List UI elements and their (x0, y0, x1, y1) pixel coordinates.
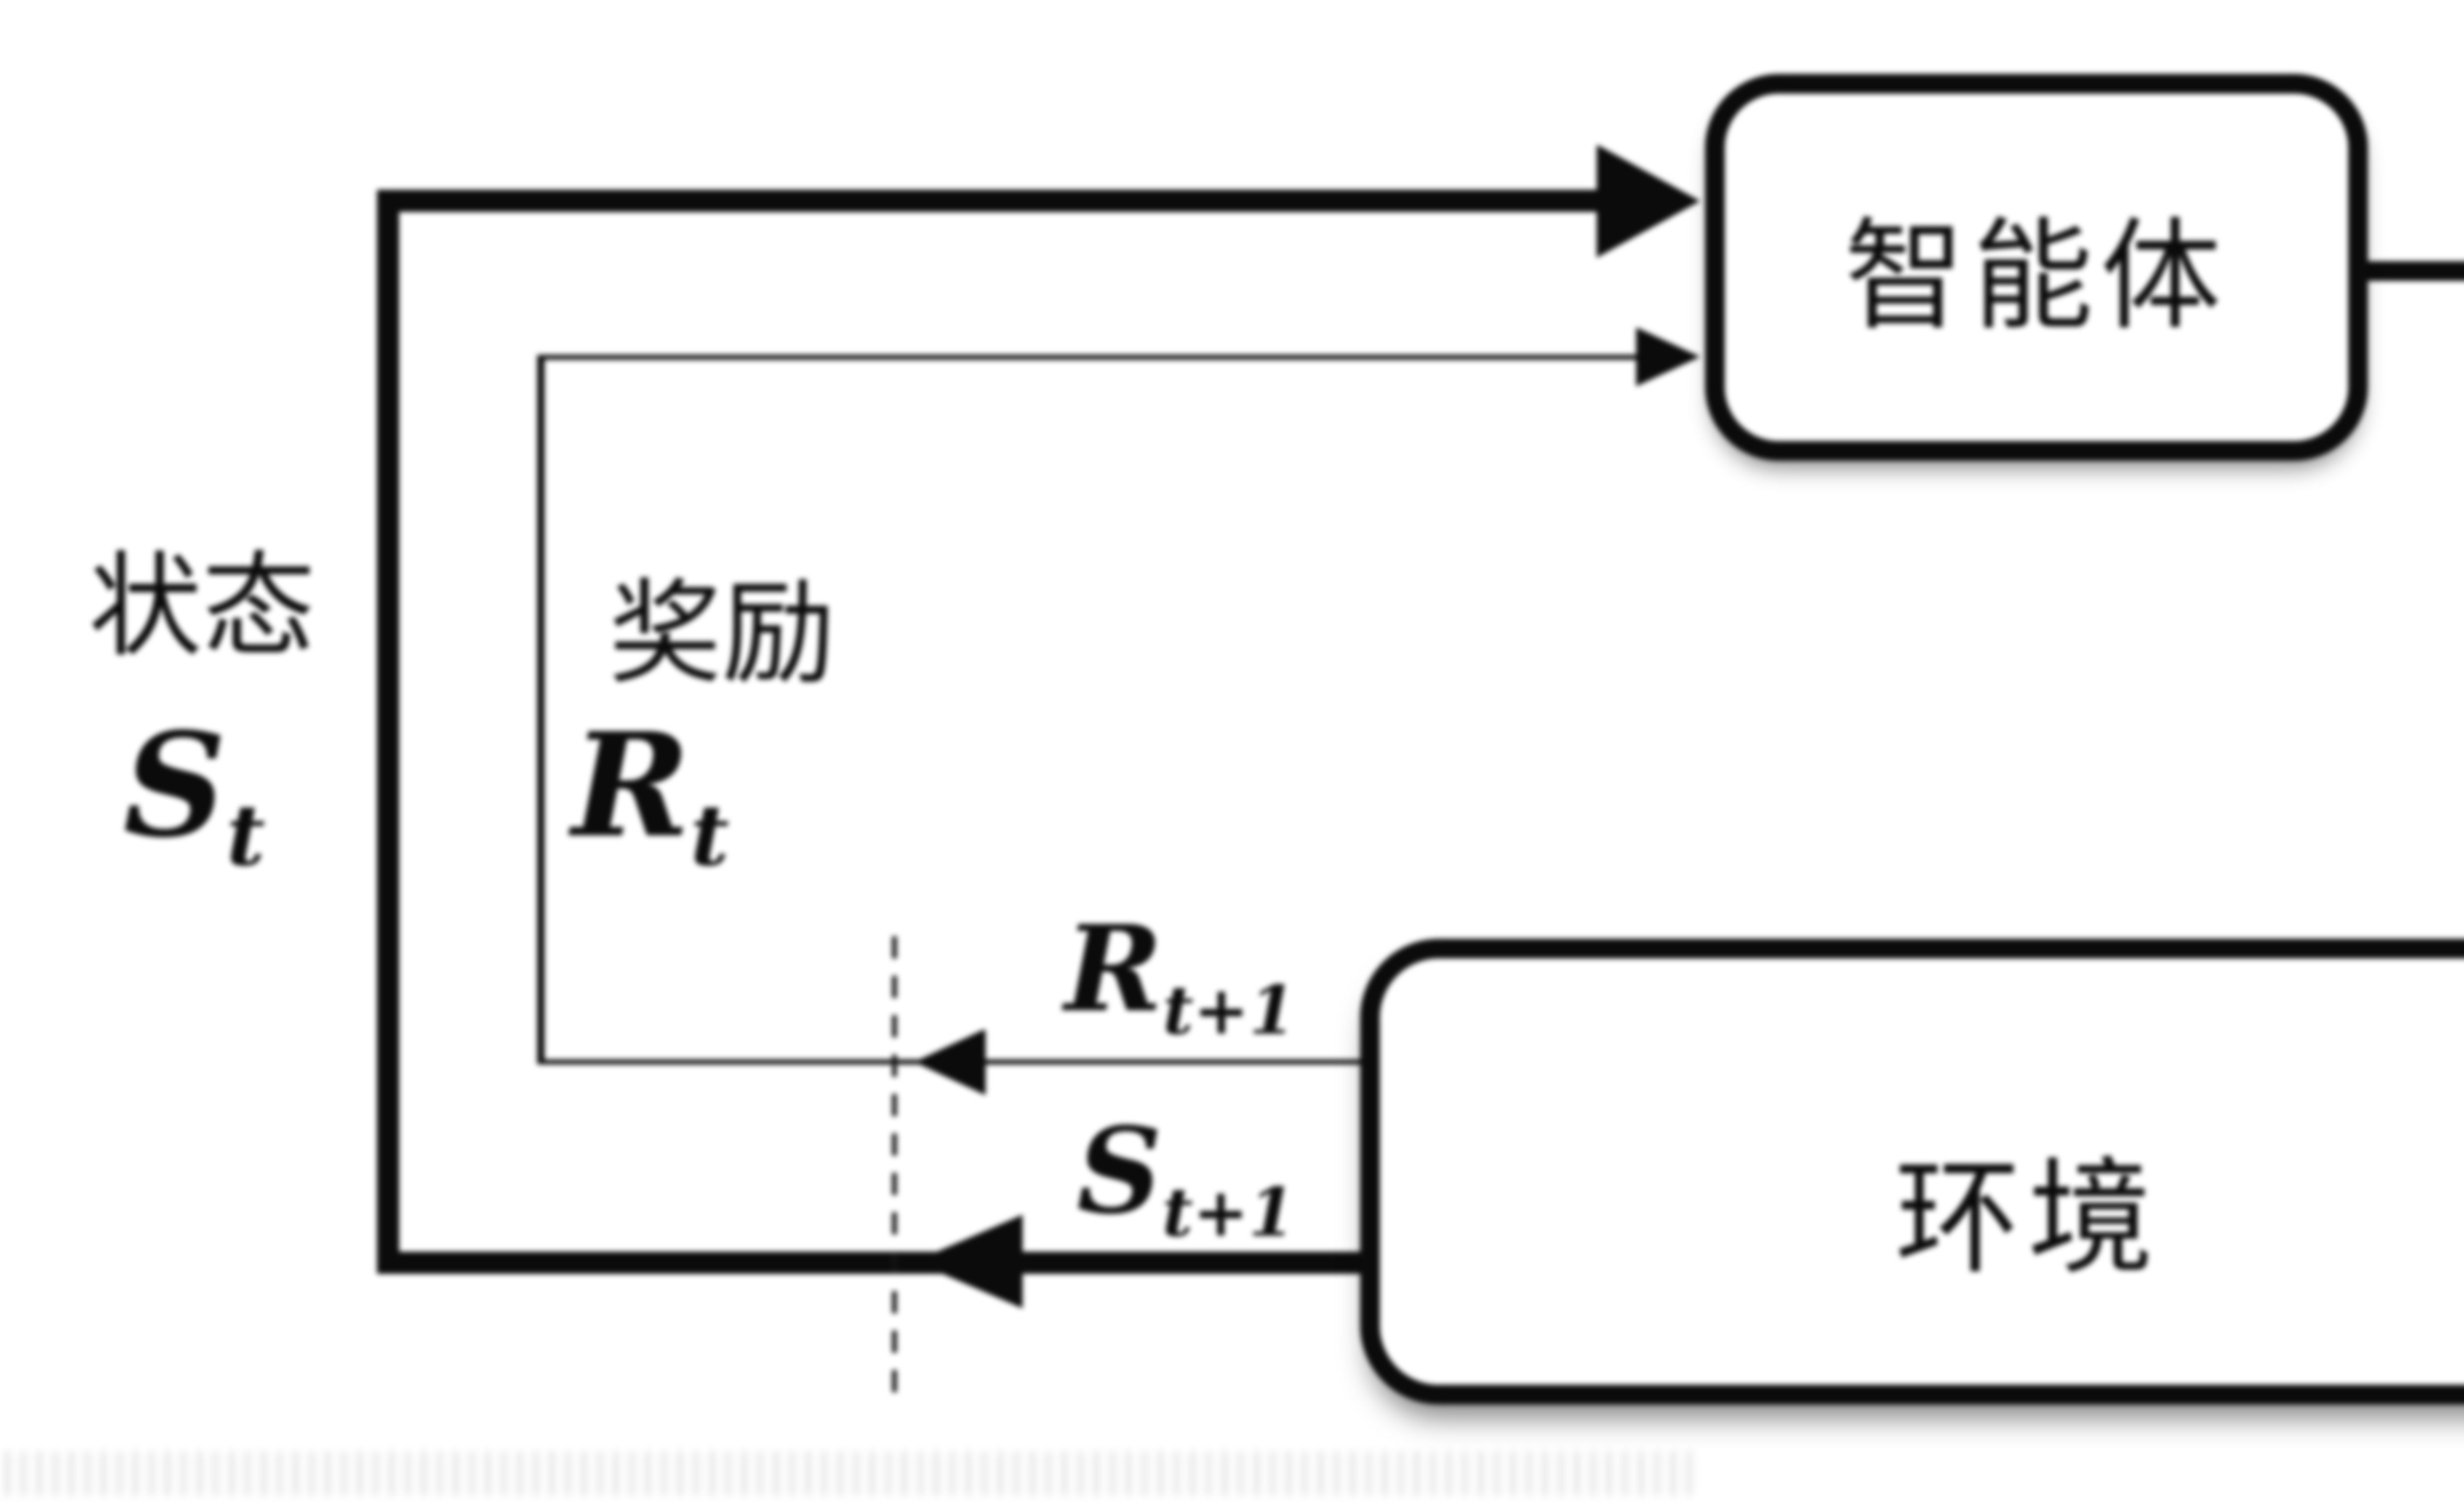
next-reward-symbol-subscript: t+1 (1163, 974, 1296, 1051)
environment-box-label: 环境 (1894, 1147, 2161, 1293)
action-top-line (2368, 261, 2464, 281)
reward-symbol: Rt (572, 715, 729, 879)
reward-symbol-letter: R (572, 702, 691, 870)
next-reward-arrowhead-icon (914, 1028, 986, 1095)
next-reward-symbol: Rt+1 (1064, 912, 1296, 1046)
reward-vertical-line (538, 353, 545, 1065)
environment-box: 环境 (1360, 939, 2464, 1404)
reward-top-line (538, 353, 1636, 360)
state-to-agent-arrowhead-icon (1597, 144, 1700, 258)
state-symbol-subscript: t (226, 788, 266, 887)
next-state-arrowhead-icon (914, 1215, 1023, 1308)
next-state-symbol-letter: S (1077, 1104, 1163, 1242)
state-loop-vertical-line (377, 190, 400, 1274)
next-reward-symbol-letter: R (1064, 902, 1163, 1040)
state-label: 状态 (89, 540, 315, 673)
agent-box-label: 智能体 (1844, 207, 2229, 347)
reward-label: 奖励 (609, 567, 835, 700)
reward-to-agent-arrowhead-icon (1636, 327, 1700, 386)
state-loop-top-line (377, 190, 1602, 212)
time-step-boundary-dashed-line (890, 936, 897, 1395)
state-symbol-letter: S (123, 702, 227, 870)
illegible-caption-artifact (5, 1451, 1700, 1496)
next-state-symbol: St+1 (1077, 1114, 1295, 1248)
reward-symbol-subscript: t (690, 788, 729, 887)
next-state-line (377, 1250, 1361, 1273)
agent-box: 智能体 (1705, 74, 2368, 461)
state-symbol: St (123, 715, 265, 879)
next-state-symbol-subscript: t+1 (1162, 1176, 1295, 1253)
